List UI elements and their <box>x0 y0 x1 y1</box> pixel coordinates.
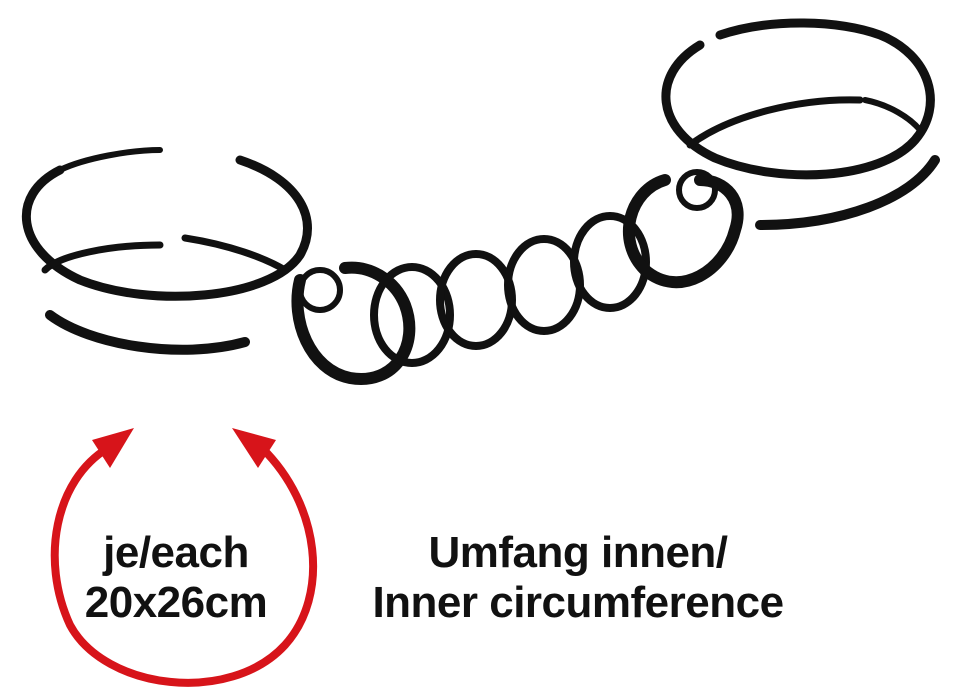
size-label-line-2: 20x26cm <box>84 578 268 627</box>
description-line-1: Umfang innen/ <box>428 528 728 577</box>
description-line-2: Inner circumference <box>372 578 784 627</box>
circumference-arrow-icon <box>50 428 318 687</box>
chain-links-icon <box>291 169 744 385</box>
left-ring-icon <box>21 147 312 355</box>
size-label: je/each 20x26cm <box>40 528 312 628</box>
circumference-description: Umfang innen/ Inner circumference <box>328 528 828 628</box>
right-ring-icon <box>661 18 940 230</box>
size-label-line-1: je/each <box>103 528 249 577</box>
